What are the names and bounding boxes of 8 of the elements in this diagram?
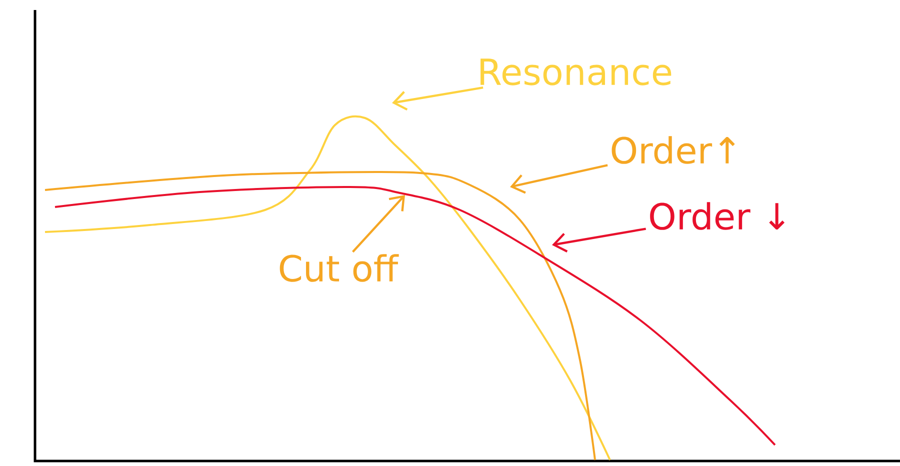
sketch-label: Resonance: [480, 58, 672, 86]
leader-arrow: [352, 195, 405, 253]
leader-arrow: [510, 164, 608, 194]
sketch-label: Order↑: [612, 136, 735, 164]
sketch-label: Cut off: [280, 254, 399, 282]
leader-arrow: [392, 86, 484, 111]
sketch-label: Order ↓: [650, 202, 785, 230]
leader-arrow: [552, 228, 646, 252]
